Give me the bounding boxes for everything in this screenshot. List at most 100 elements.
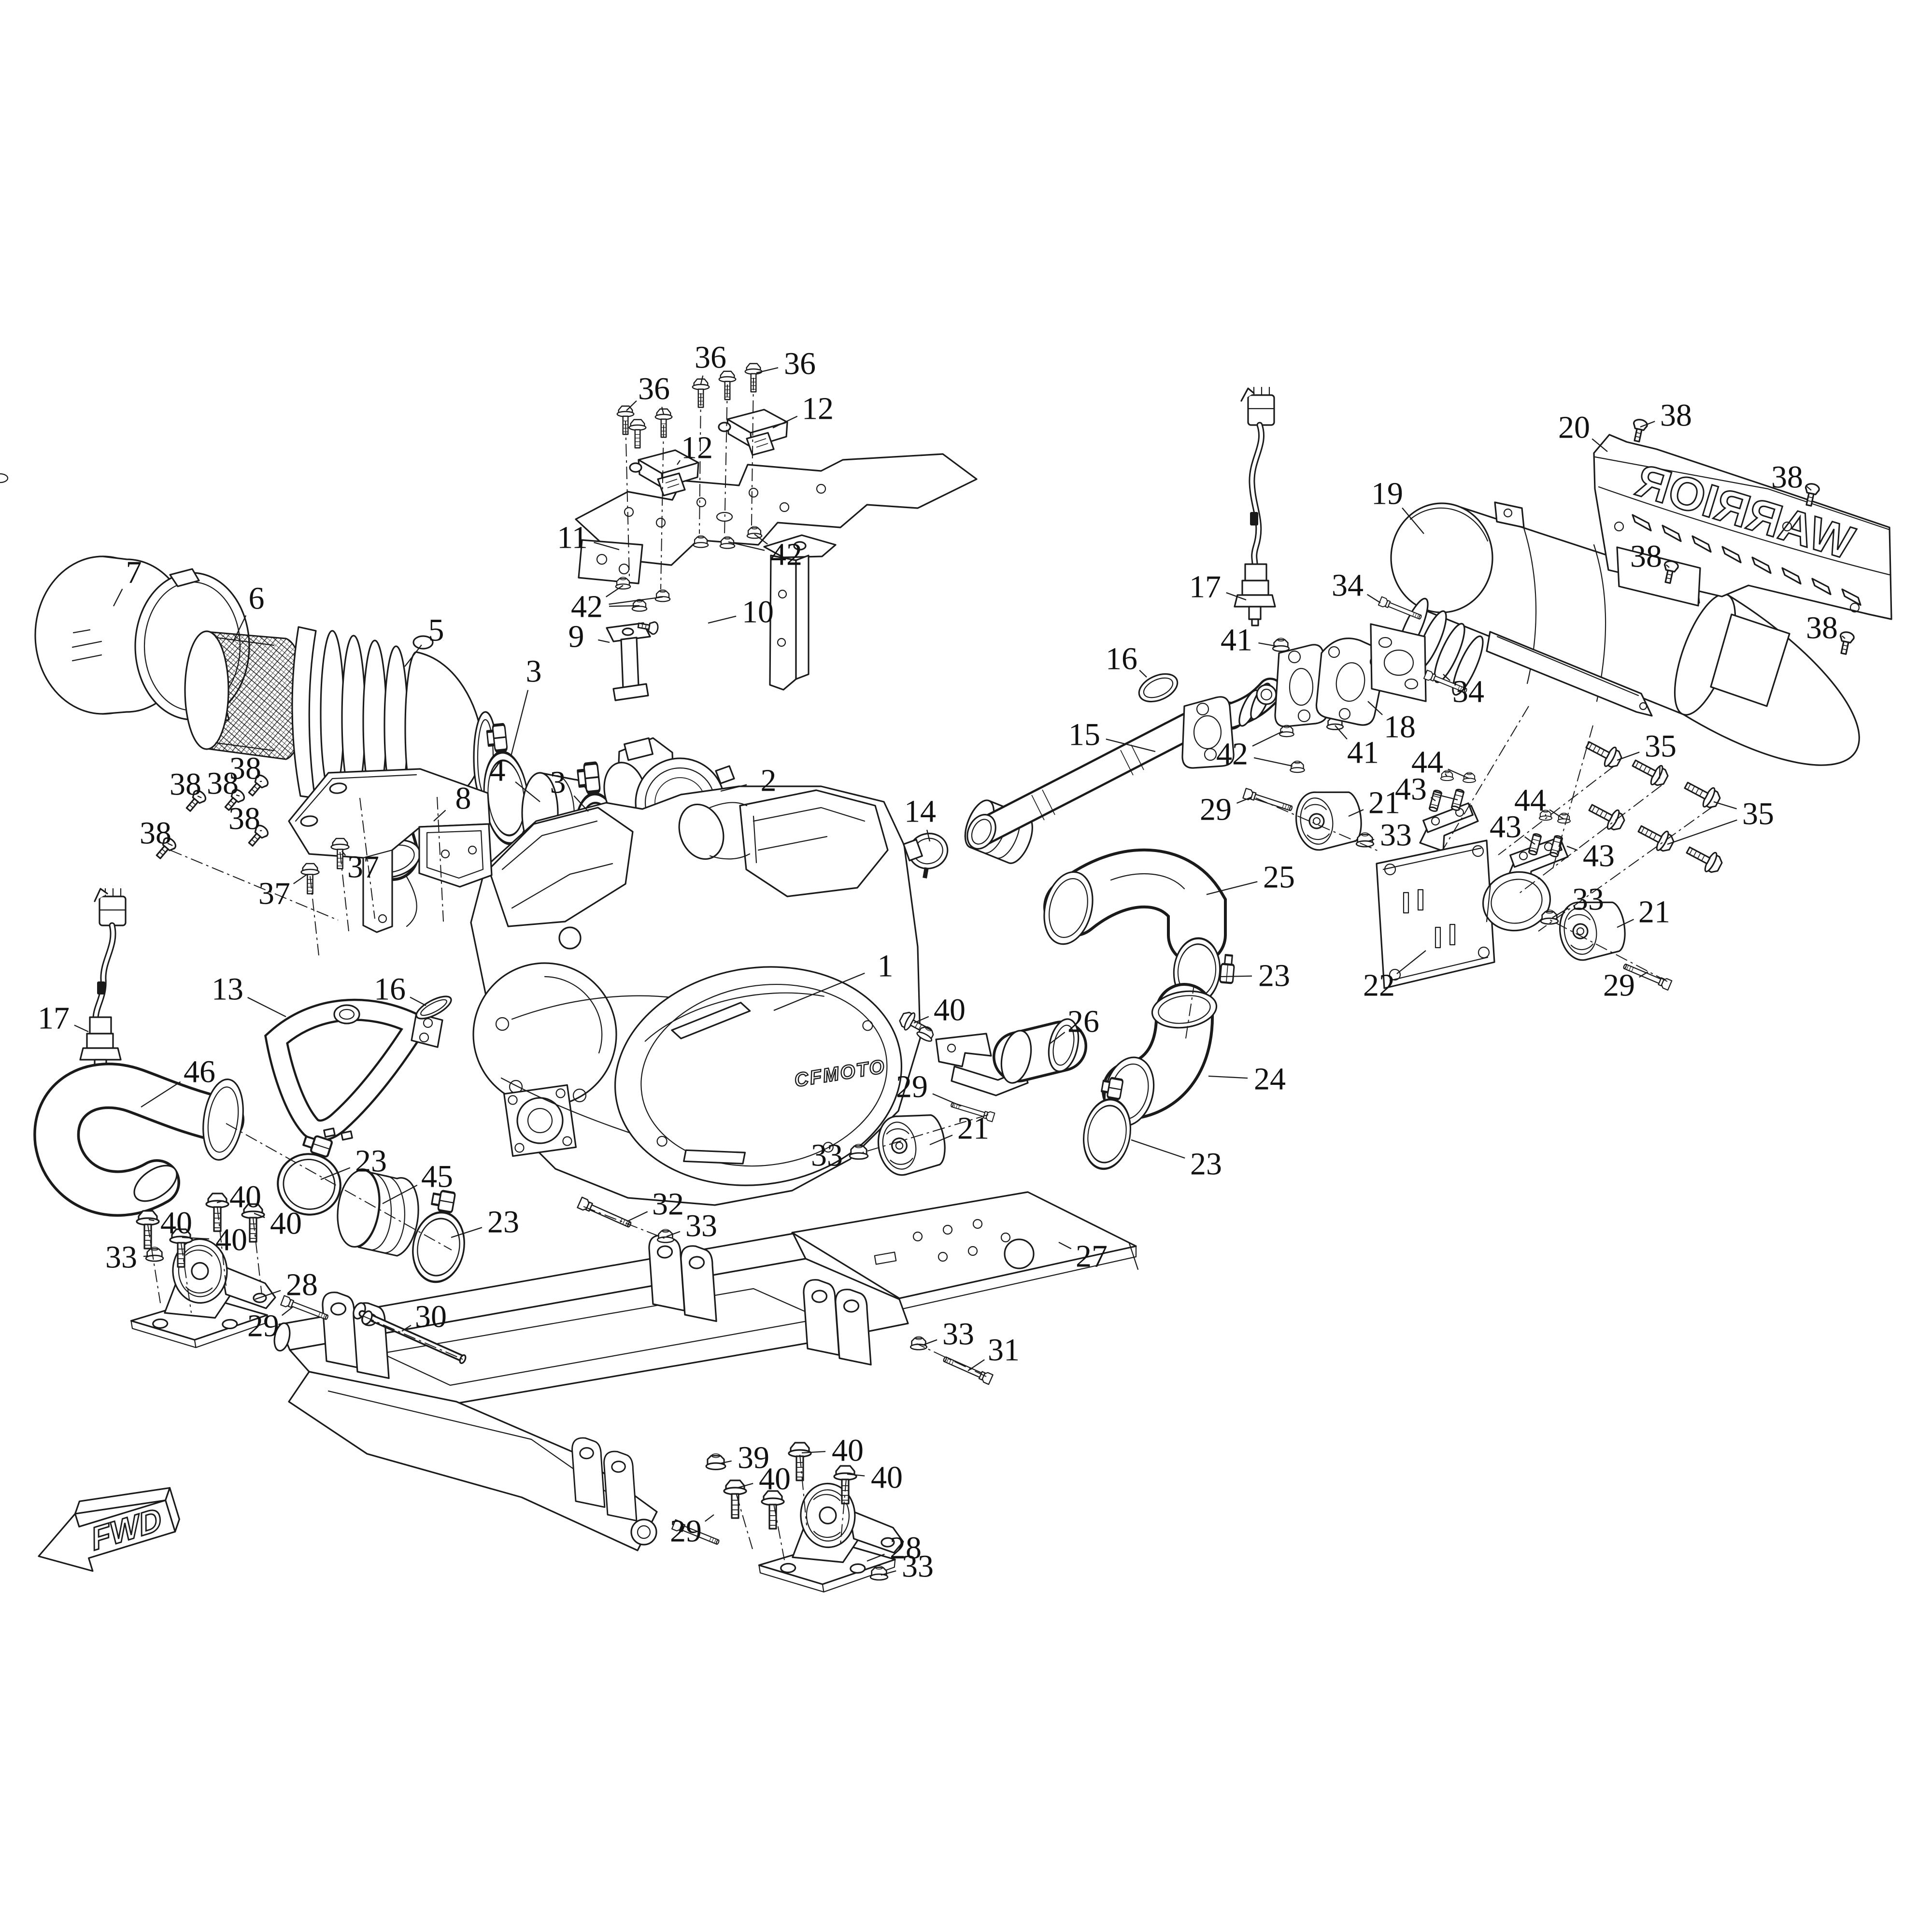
assembly-axis-line bbox=[724, 384, 728, 536]
callout-38: 38 bbox=[1771, 460, 1803, 495]
assembly-axis-line bbox=[699, 393, 701, 534]
callout-38: 38 bbox=[140, 816, 171, 851]
callout-38: 38 bbox=[229, 751, 261, 786]
callout-35: 35 bbox=[1742, 796, 1774, 832]
callout-leader-8 bbox=[433, 810, 446, 822]
nut-42 bbox=[654, 589, 671, 602]
callout-leader-7 bbox=[113, 588, 123, 607]
assembly-axis-line bbox=[147, 1224, 161, 1304]
callout-leader-1 bbox=[773, 972, 865, 1011]
assembly-axis-line bbox=[751, 377, 754, 526]
nut-44 bbox=[1462, 771, 1477, 783]
callout-27: 27 bbox=[1076, 1239, 1108, 1274]
callout-5: 5 bbox=[428, 613, 444, 648]
callout-leader-37 bbox=[341, 851, 346, 856]
callout-leader-13 bbox=[247, 997, 286, 1018]
callout-leader-26 bbox=[1049, 1032, 1065, 1045]
callout-42: 42 bbox=[770, 537, 802, 572]
callout-leader-10 bbox=[708, 615, 737, 624]
assembly-axis-line bbox=[1538, 806, 1713, 932]
map-sensor-12b bbox=[718, 409, 788, 456]
callout-leader-38 bbox=[1842, 635, 1846, 639]
callout-17: 17 bbox=[38, 1001, 70, 1036]
callout-11: 11 bbox=[557, 520, 588, 555]
heat-shield-20: WARRIOR bbox=[1593, 434, 1892, 620]
callout-35: 35 bbox=[1645, 729, 1676, 764]
callout-leader-42 bbox=[606, 585, 624, 597]
callout-16: 16 bbox=[374, 972, 406, 1007]
callout-36: 36 bbox=[638, 371, 670, 407]
callout-36: 36 bbox=[695, 340, 726, 375]
air-box-bracket-8 bbox=[288, 768, 493, 933]
callout-34: 34 bbox=[1452, 674, 1484, 710]
bolt-38 bbox=[1836, 630, 1856, 656]
callout-leader-38 bbox=[1806, 486, 1812, 491]
callout-40: 40 bbox=[215, 1222, 247, 1258]
callout-33: 33 bbox=[942, 1317, 974, 1352]
callout-41: 41 bbox=[1221, 623, 1252, 658]
assembly-axis-line bbox=[340, 852, 349, 932]
callout-leader-6 bbox=[232, 615, 247, 643]
callout-leader-16 bbox=[410, 996, 426, 1007]
callout-29: 29 bbox=[670, 1514, 702, 1549]
callout-leader-44 bbox=[1448, 768, 1470, 780]
callout-7: 7 bbox=[126, 555, 142, 590]
callout-leader-43 bbox=[1430, 797, 1436, 801]
callout-leader-20 bbox=[1591, 438, 1608, 452]
callout-leader-23 bbox=[320, 1167, 351, 1180]
callout-33: 33 bbox=[811, 1138, 843, 1173]
callout-16: 16 bbox=[1106, 641, 1137, 677]
callout-8: 8 bbox=[455, 781, 471, 816]
callout-leader-29 bbox=[282, 1307, 293, 1316]
frame-27 bbox=[273, 1191, 1139, 1551]
callout-38: 38 bbox=[207, 766, 239, 801]
callout-12: 12 bbox=[681, 430, 713, 466]
callout-leader-31 bbox=[967, 1359, 985, 1371]
callout-13: 13 bbox=[212, 972, 243, 1007]
assembly-axes bbox=[147, 377, 1713, 1561]
callout-leader-38 bbox=[1640, 421, 1655, 428]
assembly-axis-line bbox=[1552, 725, 1593, 869]
callout-leader-42 bbox=[609, 596, 663, 605]
o2-sensor-left bbox=[79, 888, 127, 1080]
callout-leader-30 bbox=[401, 1324, 412, 1332]
callout-21: 21 bbox=[957, 1111, 989, 1146]
callout-38: 38 bbox=[1630, 539, 1662, 574]
callout-leader-33 bbox=[1367, 838, 1375, 842]
callout-leader-14 bbox=[926, 829, 931, 842]
callout-leader-28 bbox=[867, 1553, 885, 1562]
callout-3: 3 bbox=[550, 765, 566, 800]
callout-36: 36 bbox=[784, 346, 816, 382]
assembly-axis-line bbox=[437, 796, 444, 922]
assembly-axis-line bbox=[170, 850, 339, 921]
callout-leader-4 bbox=[515, 781, 540, 802]
callout-leader-42 bbox=[1253, 757, 1293, 767]
callout-leader-3 bbox=[510, 690, 529, 756]
assembly-axis-line bbox=[799, 1454, 807, 1526]
callout-43: 43 bbox=[1395, 772, 1427, 807]
callout-leader-21 bbox=[1348, 809, 1364, 817]
callout-leader-38 bbox=[236, 794, 240, 797]
callout-leader-40 bbox=[801, 1450, 826, 1454]
callout-leader-36 bbox=[626, 400, 637, 411]
assembly-axis-line bbox=[217, 1207, 227, 1286]
callout-29: 29 bbox=[896, 1069, 928, 1105]
nut-39 bbox=[705, 1453, 726, 1470]
callout-12: 12 bbox=[802, 391, 834, 426]
callout-leader-40 bbox=[847, 1473, 865, 1477]
callout-40: 40 bbox=[871, 1460, 903, 1495]
assembly-axis-line bbox=[310, 876, 319, 956]
assembly-axis-line bbox=[840, 1478, 847, 1545]
callout-leader-25 bbox=[1206, 881, 1258, 895]
bolt-40 bbox=[761, 1490, 785, 1530]
callout-leader-29 bbox=[704, 1514, 714, 1522]
callout-28: 28 bbox=[890, 1531, 922, 1566]
intake-elbow-46 bbox=[33, 1063, 244, 1217]
callout-33: 33 bbox=[902, 1549, 934, 1584]
callout-leader-38 bbox=[1665, 564, 1670, 568]
callout-leader-28 bbox=[255, 1290, 281, 1300]
bolt-38 bbox=[1629, 417, 1649, 443]
callout-leader-27 bbox=[1058, 1241, 1072, 1250]
callout-29: 29 bbox=[247, 1308, 279, 1344]
